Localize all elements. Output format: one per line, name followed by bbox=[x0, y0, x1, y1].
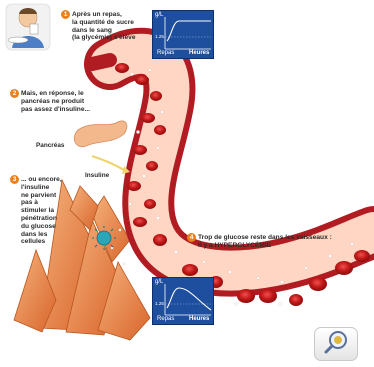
insulin-label: Insuline bbox=[85, 172, 109, 179]
step-2-text: 2 Mais, en réponse, le pancréas ne produ… bbox=[21, 90, 90, 113]
pancreas-organ bbox=[74, 121, 127, 147]
graph-1-x-start: Repas bbox=[157, 50, 174, 56]
graph-2-x-start: Repas bbox=[157, 316, 174, 322]
graph-1-x-end: Heures bbox=[189, 50, 209, 56]
step-1-badge: 1 bbox=[61, 10, 70, 19]
insulin-arrow bbox=[92, 156, 124, 170]
person-eating-icon bbox=[6, 4, 50, 50]
zoom-magnifier-icon[interactable] bbox=[326, 332, 346, 352]
step-2-badge: 2 bbox=[10, 89, 19, 98]
graph-2-x-end: Heures bbox=[189, 316, 209, 322]
step-4-badge: 4 bbox=[187, 233, 196, 242]
step-1-text: 1 Après un repas, la quantité de sucre d… bbox=[72, 11, 136, 42]
step-4-text: 4 Trop de glucose reste dans les vaissea… bbox=[198, 234, 332, 250]
step-3-badge: 3 bbox=[10, 175, 19, 184]
glycemia-graph-1: g/L 1.25 Repas Heures bbox=[152, 10, 214, 59]
step-3-text: 3 ... ou encore, l'insuline ne parvient … bbox=[21, 176, 62, 246]
pancreas-label: Pancréas bbox=[36, 142, 64, 149]
glycemia-graph-2: g/L 1.25 Repas Heures bbox=[152, 277, 214, 325]
